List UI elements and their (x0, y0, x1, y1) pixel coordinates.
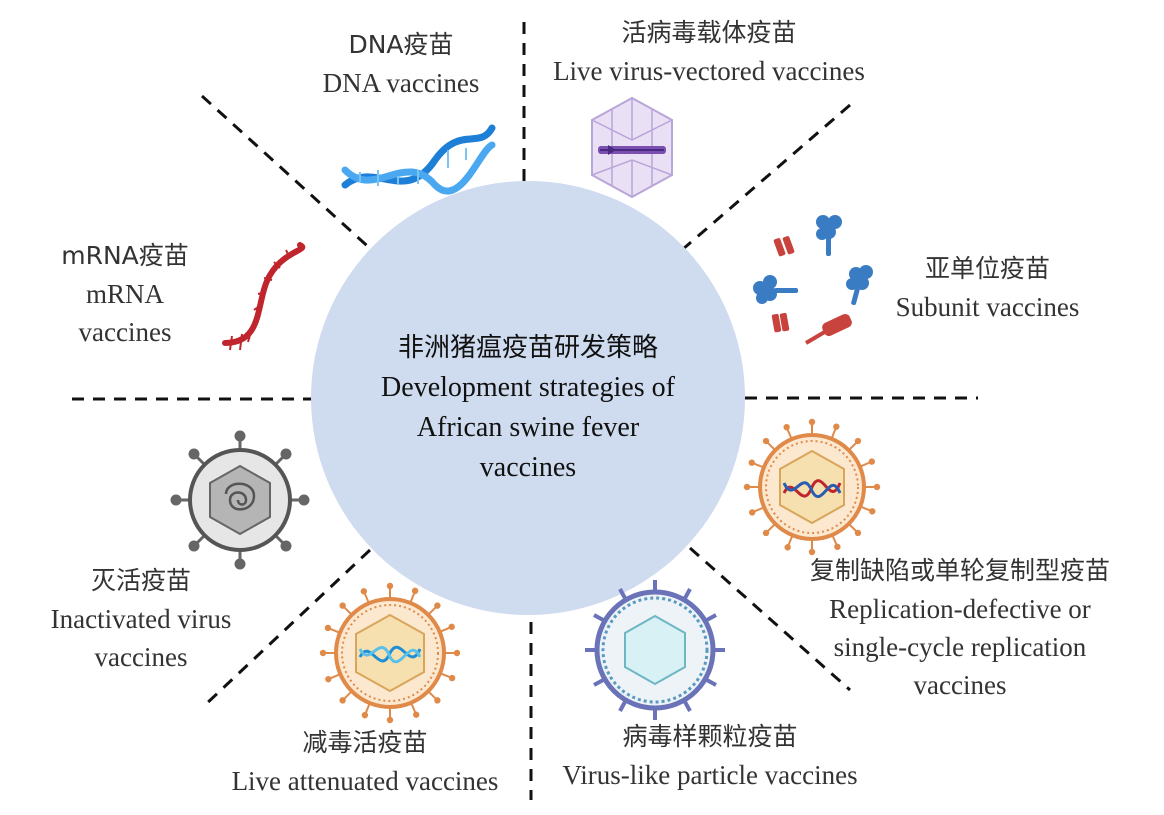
center-title-en-3: vaccines (479, 452, 577, 483)
dna-label-cn: DNA疫苗 (348, 30, 454, 59)
replication-defective-label-en-3: vaccines (913, 670, 1007, 700)
attenuated-label-cn: 减毒活疫苗 (302, 728, 428, 757)
divider-bottom-right (689, 546, 851, 692)
subunit-label: 亚单位疫苗 Subunit vaccines (875, 250, 1100, 326)
divider-bottom-left (203, 548, 372, 707)
dna-label-en: DNA vaccines (322, 68, 480, 98)
center-circle (311, 181, 745, 615)
mrna-strand-icon (222, 242, 306, 351)
mrna-label: mRNA疫苗 mRNA vaccines (40, 237, 210, 351)
inactivated-label: 灭活疫苗 Inactivated virus vaccines (26, 562, 256, 676)
subunit-label-cn: 亚单位疫苗 (924, 254, 1050, 283)
live-vectored-label: 活病毒载体疫苗 Live virus-vectored vaccines (525, 14, 893, 90)
replication-defective-virus-icon (742, 417, 882, 557)
inactivated-virus-icon (170, 430, 310, 570)
inactivated-label-en-1: Inactivated virus (50, 604, 232, 634)
center-title-en-1: Development strategies of (381, 372, 675, 403)
divider-top-right (667, 103, 851, 264)
vlp-label-cn: 病毒样颗粒疫苗 (622, 722, 798, 751)
attenuated-label: 减毒活疫苗 Live attenuated vaccines (205, 724, 525, 800)
replication-defective-label-en-1: Replication-defective or (829, 594, 1091, 624)
replication-defective-label-cn: 复制缺陷或单轮复制型疫苗 (809, 556, 1110, 585)
center-title: 非洲猪瘟疫苗研发策略 Development strategies of Afr… (340, 328, 716, 488)
divider-lines (72, 22, 978, 800)
center-title-en-2: African swine fever (416, 412, 640, 443)
inactivated-label-cn: 灭活疫苗 (90, 566, 191, 595)
vlp-label-en: Virus-like particle vaccines (562, 760, 858, 790)
protein-subunits-icon (753, 215, 873, 345)
replication-defective-label-en-2: single-cycle replication (833, 632, 1087, 662)
mrna-label-en-1: mRNA (85, 279, 164, 309)
mrna-label-cn: mRNA疫苗 (61, 241, 189, 270)
dna-double-helix-icon (341, 124, 496, 195)
virus-vector-icosahedron-icon (591, 96, 673, 199)
attenuated-virus-icon (318, 581, 462, 725)
live-vectored-label-en: Live virus-vectored vaccines (553, 56, 865, 86)
virus-like-particle-icon (585, 580, 725, 720)
center-title-cn: 非洲猪瘟疫苗研发策略 (397, 333, 658, 363)
subunit-label-en: Subunit vaccines (895, 292, 1080, 322)
inactivated-label-en-2: vaccines (94, 642, 188, 672)
mrna-label-en-2: vaccines (78, 317, 172, 347)
attenuated-label-en: Live attenuated vaccines (231, 766, 499, 796)
live-vectored-label-cn: 活病毒载体疫苗 (621, 18, 797, 47)
replication-defective-label: 复制缺陷或单轮复制型疫苗 Replication-defective or si… (770, 552, 1150, 704)
dna-label: DNA疫苗 DNA vaccines (296, 26, 506, 102)
vlp-label: 病毒样颗粒疫苗 Virus-like particle vaccines (535, 718, 885, 794)
